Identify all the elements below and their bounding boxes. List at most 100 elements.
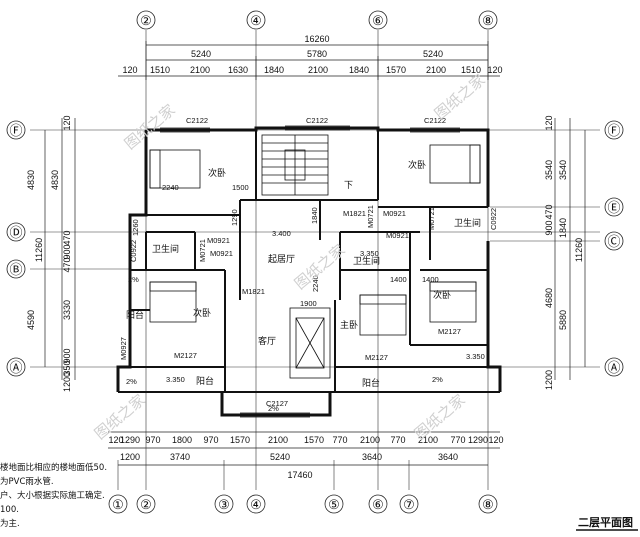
code-m0921-d: M0921 — [386, 231, 409, 240]
code-m2127-b: M2127 — [365, 353, 388, 362]
dim-b1-1: 1290 — [120, 435, 140, 445]
dim-b1-3: 1800 — [172, 435, 192, 445]
dim-b1-10: 770 — [390, 435, 405, 445]
dim-right-outer-2: 11260 — [574, 238, 584, 262]
code-m1821-b: M1821 — [242, 287, 265, 296]
axis-right-f: Ⓕ — [607, 123, 620, 138]
axis-bottom-7: ⑦ — [403, 497, 415, 512]
axis-left-f: Ⓕ — [9, 123, 22, 138]
axis-bottom-8: ⑧ — [482, 497, 494, 512]
level-3400: 3.400 — [272, 229, 291, 238]
axis-top-2: ② — [140, 13, 152, 28]
dim-left-in-1: 4830 — [50, 170, 60, 190]
code-m0721-c: M0721 — [427, 207, 436, 230]
room-bath-w: 卫生间 — [152, 243, 179, 255]
exterior-walls — [116, 126, 502, 417]
dim-2240-b: 2240 — [162, 183, 179, 192]
dim-right-outer-1: 3540 — [558, 160, 568, 180]
level-3350-b: 3.350 — [466, 352, 485, 361]
axis-left-a: Ⓐ — [9, 360, 22, 375]
dim-right-in-0: 120 — [544, 115, 554, 130]
dim-top-2: 5780 — [307, 49, 327, 59]
dim-right-in-1: 3540 — [544, 160, 554, 180]
dim-r2-2: 2100 — [190, 65, 210, 75]
slope-d: 2% — [432, 375, 443, 384]
code-m0921-b: M0921 — [207, 236, 230, 245]
dim-right-in-4: 1840 — [558, 218, 568, 238]
watermark-2: 图纸之家 — [431, 71, 489, 123]
dim-right-in-6: 1200 — [544, 370, 554, 390]
code-m2127-c: M2127 — [438, 327, 461, 336]
dim-r2-1: 1510 — [150, 65, 170, 75]
code-m1821-a: M1821 — [343, 209, 366, 218]
note-1: 楼地面比相应的楼地面低50. — [0, 462, 107, 473]
room-bath-c: 卫生间 — [353, 255, 380, 267]
axis-bottom-6: ⑥ — [372, 497, 384, 512]
code-c2122-c: C2122 — [424, 116, 446, 125]
axis-right-e: Ⓔ — [607, 200, 620, 215]
living-furniture — [289, 307, 331, 379]
note-4: 100. — [0, 505, 19, 515]
dim-left-in-6: 900 — [62, 348, 72, 363]
beds — [149, 144, 481, 336]
dim-1840: 1840 — [310, 207, 319, 224]
dim-1500: 1500 — [232, 183, 249, 192]
code-m0921-c: M0921 — [210, 249, 233, 258]
dim-r2-9: 1510 — [461, 65, 481, 75]
staircase — [261, 134, 329, 196]
dim-2240-a: 2240 — [311, 275, 320, 292]
dim-b2-3: 3640 — [362, 452, 382, 462]
dim-b1-7: 1570 — [304, 435, 324, 445]
bottom-dimension-lines — [108, 431, 500, 466]
dim-left-in-4: 470 — [62, 257, 72, 272]
dim-r2-3: 1630 — [228, 65, 248, 75]
dim-1900: 1900 — [300, 299, 317, 308]
dim-r2-10: 120 — [487, 65, 502, 75]
room-hall: 客厅 — [258, 335, 276, 347]
dim-1290: 1290 — [230, 209, 239, 226]
note-2: 为PVC雨水管. — [0, 476, 54, 487]
dim-r2-5: 2100 — [308, 65, 328, 75]
dim-b1-13: 1290 — [468, 435, 488, 445]
code-m0721-b: M0721 — [366, 205, 375, 228]
dim-1260: 1260 — [131, 219, 140, 236]
interior-walls — [118, 130, 500, 393]
dim-left-outer-2: 11260 — [34, 238, 44, 262]
left-axis-bubbles — [6, 120, 26, 377]
code-c0922-b: C0922 — [489, 208, 498, 230]
dim-left-in-5: 3330 — [62, 300, 72, 320]
code-c2127: C2127 — [266, 399, 288, 408]
slope-c: 2% — [268, 404, 279, 413]
dim-b1-0: 120 — [108, 435, 123, 445]
axis-right-a: Ⓐ — [607, 360, 620, 375]
dim-b1-14: 120 — [488, 435, 503, 445]
level-3350-a: 3.350 — [166, 375, 185, 384]
dim-r2-6: 1840 — [349, 65, 369, 75]
room-balcony-sw: 阳台 — [196, 375, 214, 387]
room-living-up: 起居厅 — [268, 254, 295, 265]
code-m0721-a: M0721 — [198, 239, 207, 262]
watermark-1: 图纸之家 — [121, 101, 179, 153]
dim-total-top: 16260 — [304, 34, 329, 44]
axis-bottom-4: ④ — [250, 497, 262, 512]
room-master: 主卧 — [340, 319, 358, 331]
code-c2122-b: C2122 — [306, 116, 328, 125]
dim-1400-b: 1400 — [422, 275, 439, 284]
slope-a: 2% — [128, 275, 139, 284]
room-bath-e: 卫生间 — [454, 217, 481, 229]
right-dimension-lines — [554, 118, 586, 380]
dim-b1-9: 2100 — [360, 435, 380, 445]
code-m0927: M0927 — [119, 337, 128, 360]
note-5: 为主. — [0, 518, 20, 529]
top-dimension-lines — [118, 41, 500, 80]
dim-b1-2: 970 — [145, 435, 160, 445]
dim-left-in-2: 470 — [62, 230, 72, 245]
dim-b1-4: 970 — [203, 435, 218, 445]
dim-right-in-3: 900 — [544, 220, 554, 235]
note-3: 户、大小根据实际施工确定. — [0, 490, 105, 501]
dim-b2-1: 3740 — [170, 452, 190, 462]
axis-right-c: Ⓒ — [607, 234, 620, 249]
dim-b2-0: 1200 — [120, 452, 140, 462]
slope-b: 2% — [126, 377, 137, 386]
room-balcony-w: 阳台 — [126, 309, 144, 321]
